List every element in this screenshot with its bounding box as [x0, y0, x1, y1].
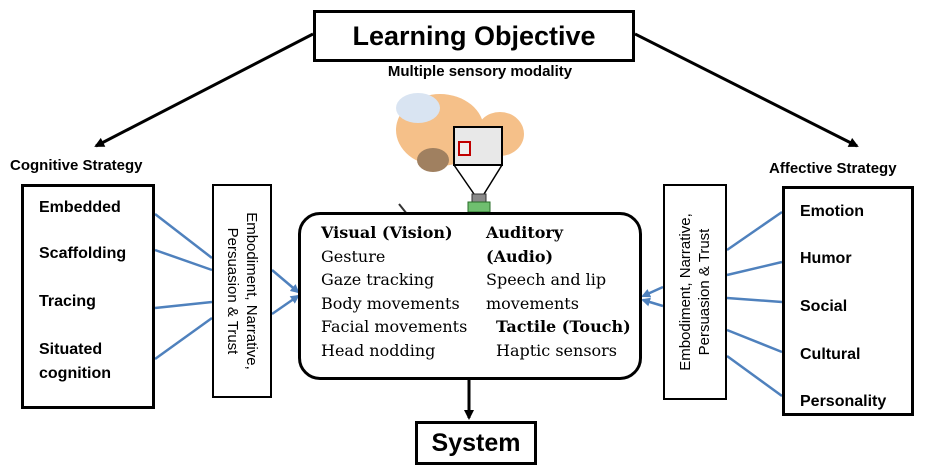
visual-item: Body movements	[321, 293, 460, 313]
cognitive-strategy-heading: Cognitive Strategy	[10, 157, 143, 174]
arrow-to-cognitive	[94, 32, 314, 148]
mediator-box-right: Embodiment, Narrative, Persuasion & Trus…	[663, 184, 727, 400]
affective-strategy-box: Emotion Humor Social Cultural Personalit…	[782, 186, 914, 416]
cognitive-strategy-box: Embedded Scaffolding Tracing Situated co…	[21, 184, 155, 409]
robot-illustration	[396, 93, 524, 215]
mediator-line: Embodiment, Narrative,	[677, 213, 694, 371]
sensory-modality-box: Visual (Vision) Gesture Gaze tracking Bo…	[298, 212, 642, 380]
affective-item: Personality	[800, 393, 887, 410]
auditory-heading-sub: (Audio)	[486, 246, 554, 266]
system-label: System	[431, 428, 521, 457]
auditory-item: Speech and lip	[486, 270, 607, 289]
visual-heading: Visual (Vision)	[321, 223, 453, 242]
visual-item: Gaze tracking	[321, 270, 435, 289]
visual-list: Gesture Gaze tracking Body movements Fac…	[321, 245, 467, 363]
mediator-label-left: Embodiment, Narrative, Persuasion & Trus…	[223, 212, 261, 370]
system-box: System	[415, 421, 537, 465]
visual-item: Facial movements	[321, 317, 468, 336]
auditory-item: movements	[486, 293, 579, 313]
cognitive-item: cognition	[39, 365, 111, 382]
learning-objective-box: Learning Objective	[313, 10, 635, 62]
affective-item: Social	[800, 298, 848, 315]
mediator-box-left: Embodiment, Narrative, Persuasion & Trus…	[212, 184, 272, 398]
mediator-line: Embodiment, Narrative,	[243, 212, 260, 370]
left-connectors	[154, 213, 300, 361]
tactile-heading: Tactile (Touch)	[496, 317, 631, 336]
learning-objective-title: Learning Objective	[352, 20, 596, 51]
mediator-label-right: Embodiment, Narrative, Persuasion & Trus…	[676, 213, 714, 371]
auditory-heading: Auditory	[486, 223, 564, 242]
visual-item: Gesture	[321, 246, 386, 266]
affective-item: Emotion	[800, 203, 864, 220]
affective-item: Humor	[800, 250, 852, 267]
tactile-item: Haptic sensors	[496, 340, 618, 360]
affective-item: Cultural	[800, 346, 861, 363]
visual-item: Head nodding	[321, 340, 436, 360]
arrow-to-affective	[634, 32, 859, 148]
cognitive-item: Situated	[39, 341, 103, 358]
cognitive-item: Scaffolding	[39, 245, 127, 262]
mediator-line: Persuasion & Trust	[224, 227, 241, 355]
mediator-line: Persuasion & Trust	[696, 228, 713, 356]
cognitive-item: Embedded	[39, 199, 121, 216]
subtitle-label: Multiple sensory modality	[387, 63, 573, 80]
cognitive-item: Tracing	[39, 293, 96, 310]
right-connectors	[641, 210, 783, 398]
affective-strategy-heading: Affective Strategy	[769, 160, 897, 177]
